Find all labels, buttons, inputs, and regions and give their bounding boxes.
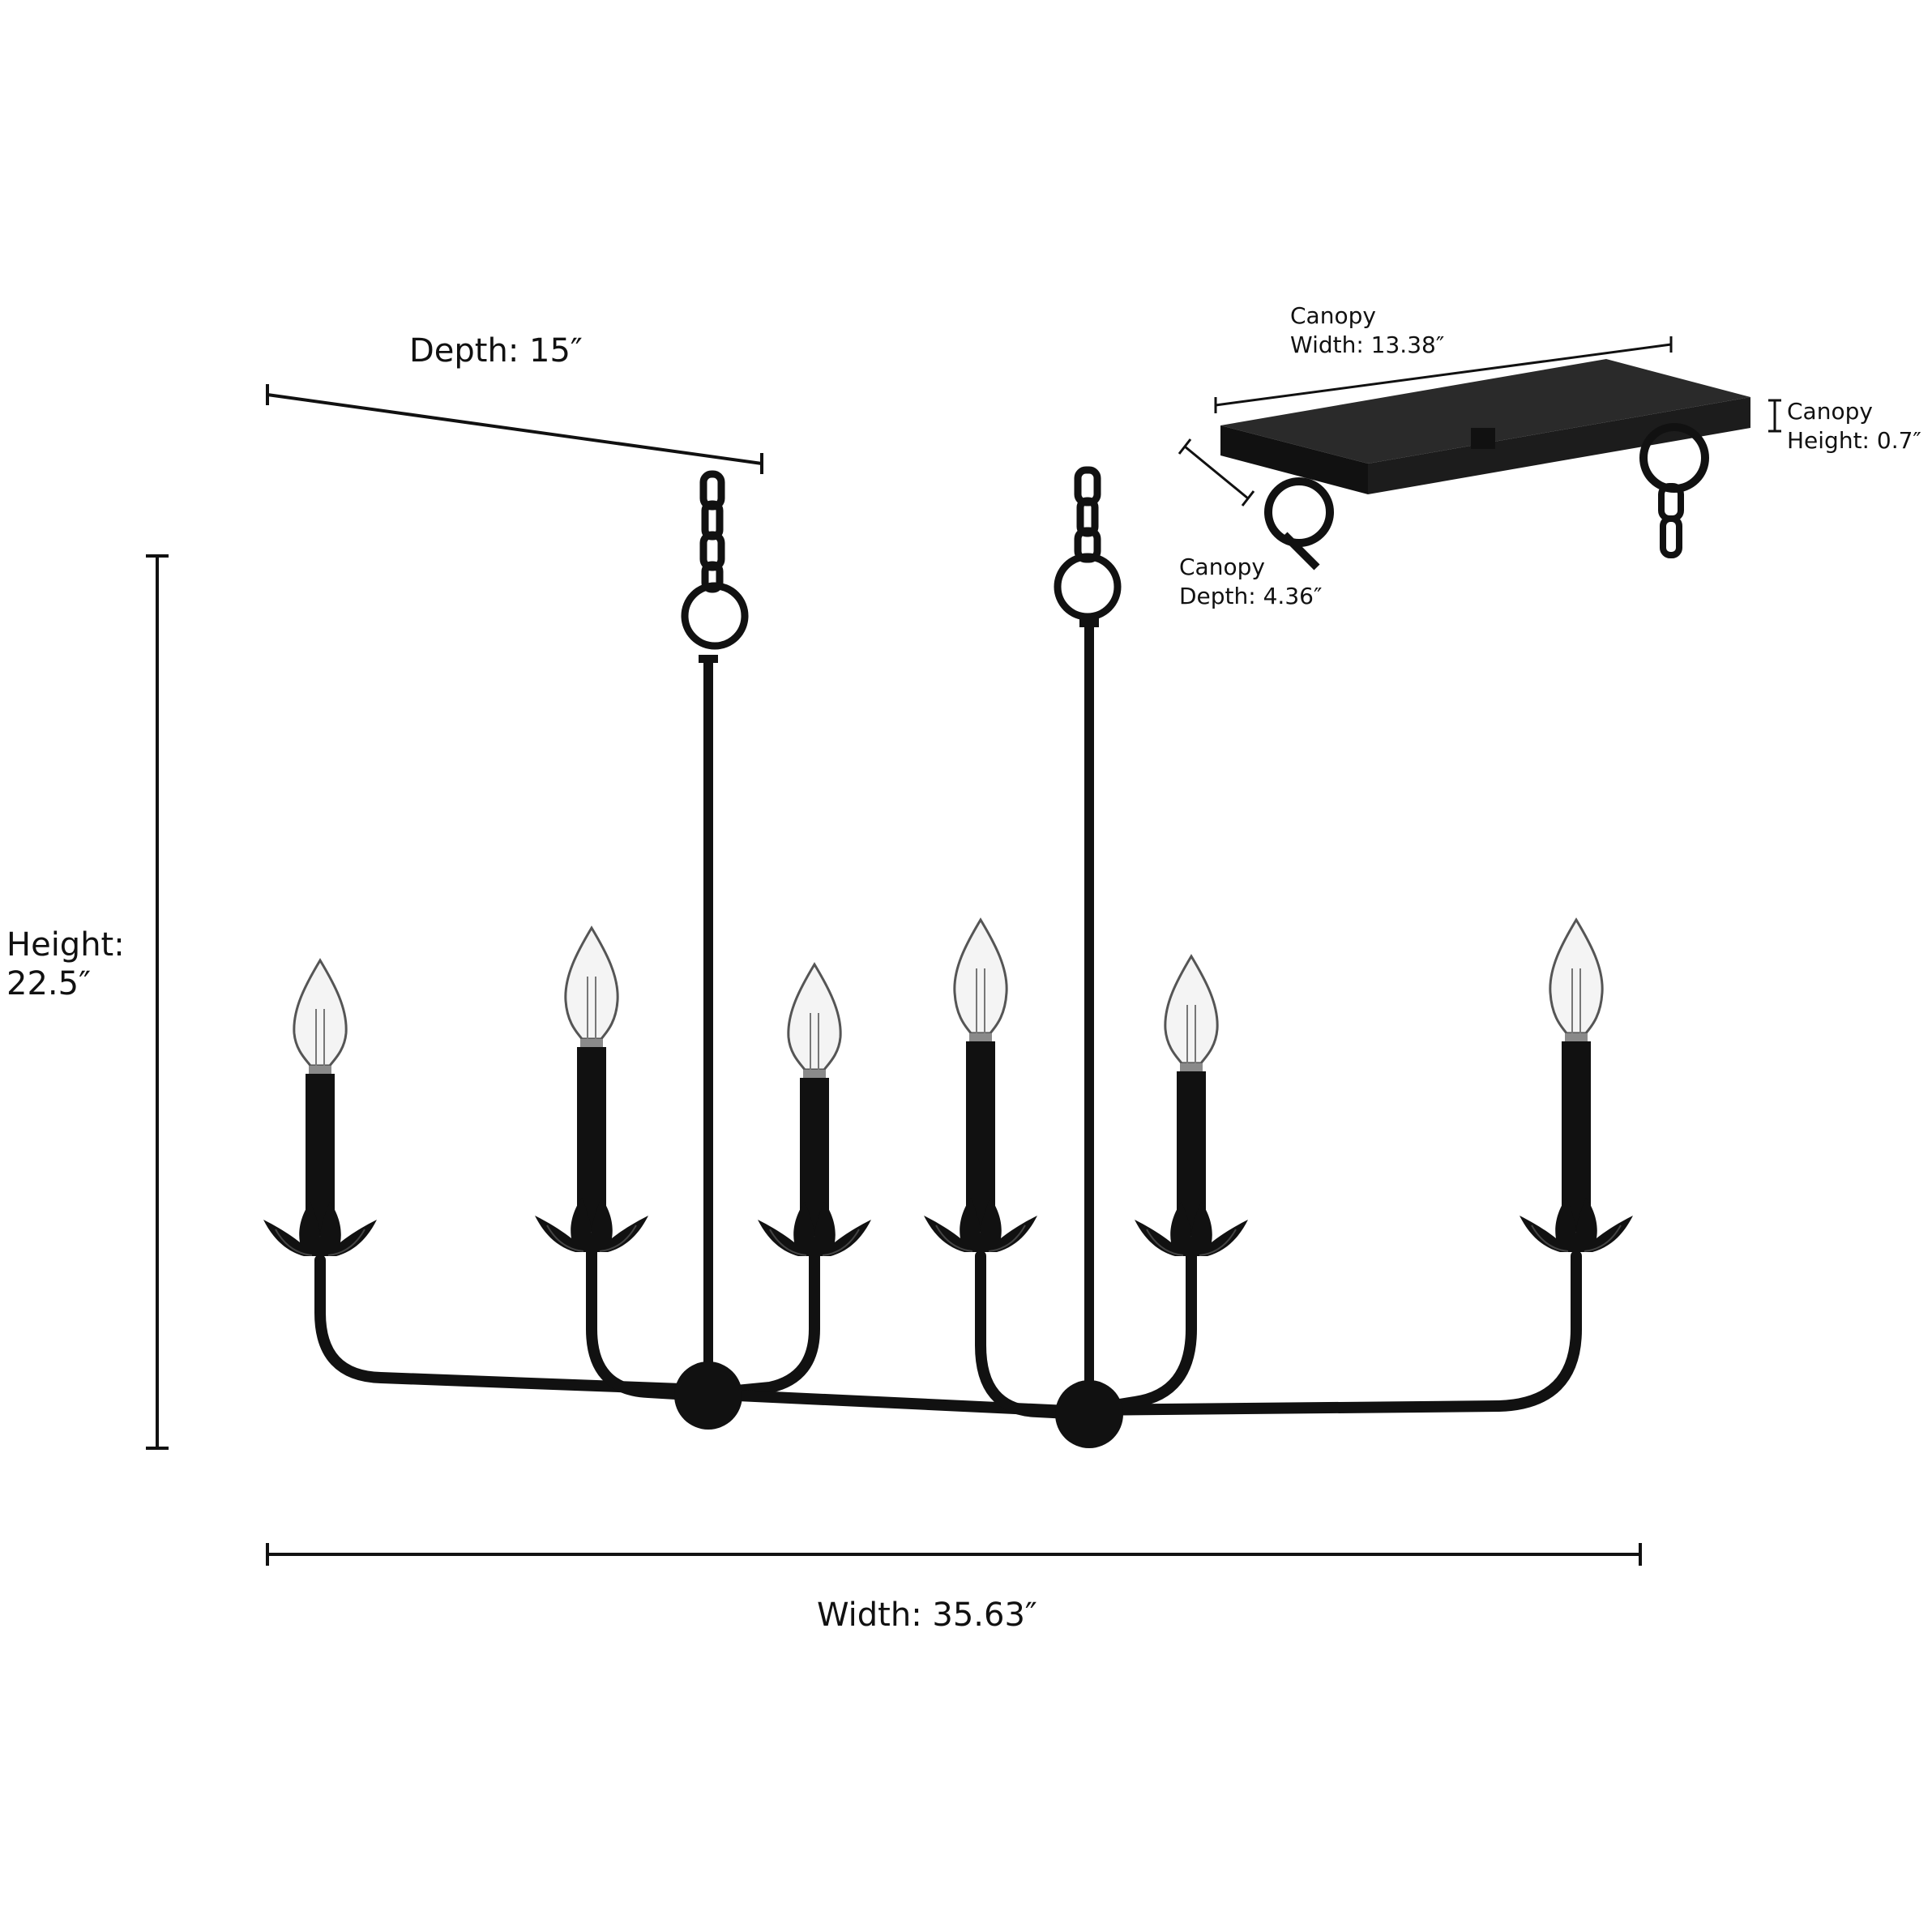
canopy-plate — [1220, 359, 1750, 571]
bulb-filament-3 — [810, 1013, 819, 1070]
canopy-depth-label-line-2: Depth: 4.36″ — [1179, 583, 1323, 609]
frame-hubs — [674, 1361, 1123, 1448]
candle-arm-4 — [923, 917, 1038, 1253]
canopy-depth-label-line-1: Canopy — [1179, 554, 1265, 580]
candle-arm-3 — [757, 962, 872, 1257]
height-dimension-line — [146, 554, 169, 1450]
bulb-base-5 — [1180, 1063, 1203, 1073]
bulb-3 — [787, 962, 842, 1071]
canopy-depth-dimension-line — [1178, 438, 1255, 507]
bulb-filament-5 — [1186, 1005, 1196, 1063]
candle-arm-6 — [1519, 917, 1634, 1253]
height-label-line-1: Height: — [6, 926, 125, 964]
bulb-base-6 — [1565, 1033, 1588, 1043]
right-chain — [1054, 466, 1122, 621]
height-label-line-2: 22.5″ — [6, 965, 92, 1002]
canopy-height-label-line-1: Canopy — [1787, 398, 1873, 425]
bulb-filament-6 — [1571, 968, 1581, 1033]
bulb-4 — [953, 917, 1008, 1035]
bulb-base-2 — [580, 1039, 603, 1049]
bulb-5 — [1164, 954, 1219, 1065]
bulb-filament-4 — [976, 968, 985, 1033]
depth-dimension-line — [266, 384, 763, 474]
candle-arm-2 — [534, 925, 649, 1253]
bulb-2 — [564, 925, 619, 1041]
depth-label: Depth: 15″ — [409, 332, 583, 370]
candle-arms — [263, 917, 1634, 1257]
canopy-height-label: Canopy Height: 0.7″ — [1787, 397, 1921, 455]
bulb-6 — [1549, 917, 1604, 1035]
canopy-width-label-line-1: Canopy — [1290, 302, 1376, 329]
canopy-depth-label: Canopy Depth: 4.36″ — [1179, 553, 1322, 611]
canopy-width-dimension-line — [1214, 336, 1673, 413]
canopy-height-label-line-2: Height: 0.7″ — [1787, 427, 1921, 454]
canopy-height-dimension-line — [1768, 399, 1781, 433]
bulb-base-1 — [309, 1066, 331, 1075]
width-label: Width: 35.63″ — [817, 1596, 1037, 1634]
canopy-width-label: Canopy Width: 13.38″ — [1290, 301, 1444, 360]
candle-arm-5 — [1134, 954, 1249, 1257]
bulb-filament-2 — [587, 977, 596, 1039]
left-chain — [681, 470, 749, 650]
height-label: Height: 22.5″ — [6, 925, 125, 1003]
bulb-1 — [293, 958, 348, 1067]
bulb-base-4 — [969, 1033, 992, 1043]
bulb-filament-1 — [315, 1009, 325, 1066]
down-rods — [699, 618, 1099, 1382]
bulb-base-3 — [803, 1070, 826, 1079]
width-dimension-line — [266, 1543, 1642, 1566]
frame — [314, 1246, 1582, 1420]
canopy-width-label-line-2: Width: 13.38″ — [1290, 331, 1445, 358]
candle-arm-1 — [263, 958, 378, 1257]
